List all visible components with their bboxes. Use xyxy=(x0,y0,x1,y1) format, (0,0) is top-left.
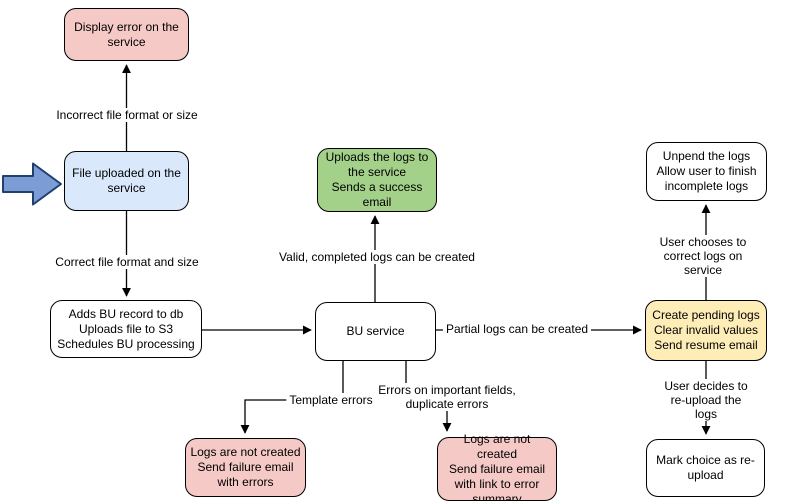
entry-arrow-icon xyxy=(2,162,62,206)
edge-label-partial-logs: Partial logs can be created xyxy=(442,322,592,336)
edge-label-important-errors: Errors on important fields, duplicate er… xyxy=(375,383,519,411)
edge-label-valid-logs: Valid, completed logs can be created xyxy=(276,250,478,264)
node-logs-not-created-summary: Logs are not created Send failure email … xyxy=(437,432,557,501)
node-uploads-logs-success: Uploads the logs to the service Sends a … xyxy=(317,148,437,212)
node-logs-not-created-errors: Logs are not created Send failure email … xyxy=(185,438,306,497)
edge-label-user-chooses: User chooses to correct logs on service xyxy=(654,235,752,277)
node-mark-reupload: Mark choice as re- upload xyxy=(646,439,765,497)
edge-label-user-decides: User decides to re-upload the logs xyxy=(658,379,754,421)
edge-label-template-errors: Template errors xyxy=(286,393,376,407)
node-file-uploaded: File uploaded on the service xyxy=(64,151,189,211)
node-adds-bu-record: Adds BU record to db Uploads file to S3 … xyxy=(50,300,202,358)
node-display-error: Display error on the service xyxy=(64,8,189,61)
edge-label-correct-file: Correct file format and size xyxy=(52,255,202,269)
node-create-pending-logs: Create pending logs Clear invalid values… xyxy=(645,300,767,361)
edge-label-incorrect-file: Incorrect file format or size xyxy=(53,108,201,122)
node-unpend-logs: Unpend the logs Allow user to finish inc… xyxy=(646,142,767,201)
node-bu-service: BU service xyxy=(315,302,436,361)
